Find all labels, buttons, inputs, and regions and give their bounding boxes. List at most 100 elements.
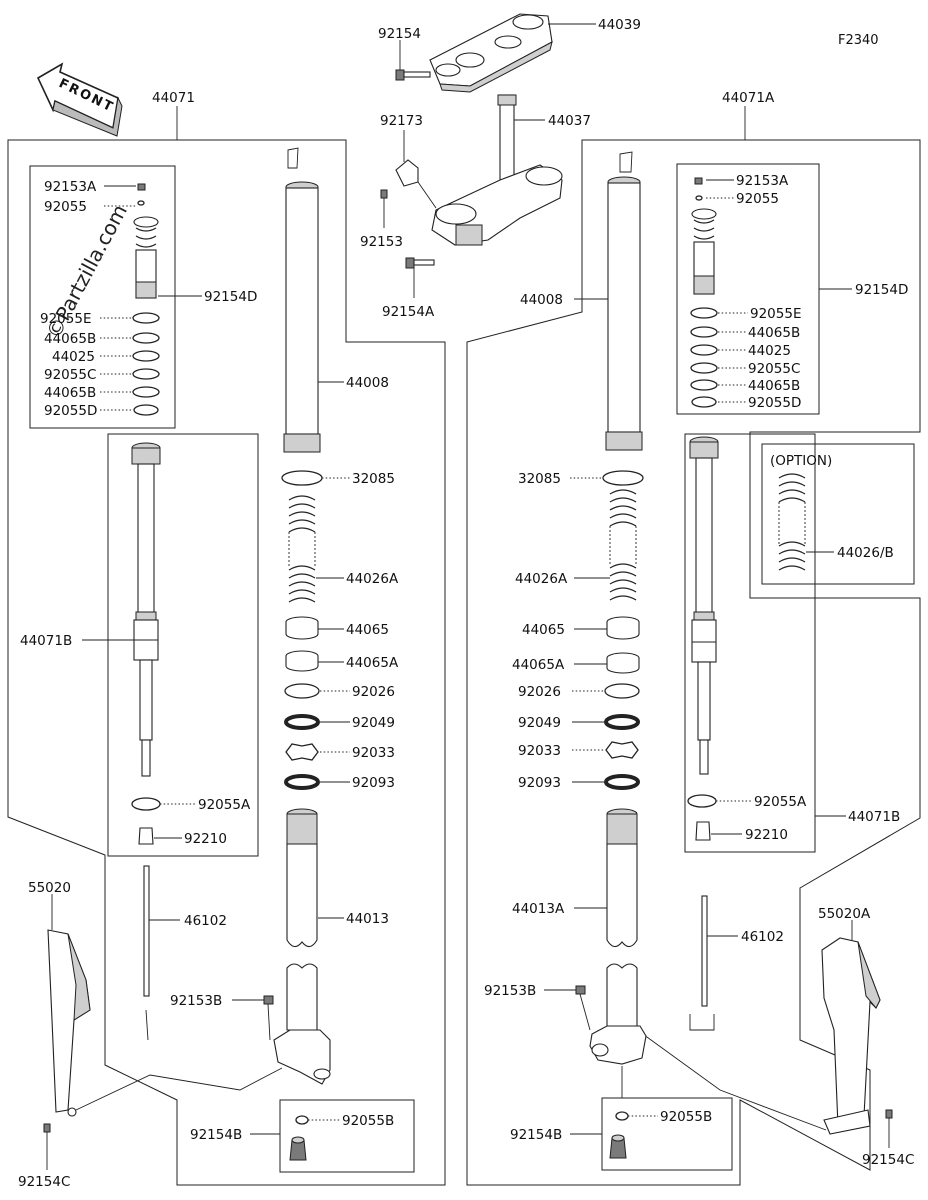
label-L-44071B: 44071B — [20, 633, 72, 649]
label-44071A: 44071A — [722, 90, 775, 106]
left-bolt-92153B — [263, 995, 274, 1041]
left-cartridge-44071B — [131, 442, 161, 845]
right-44071B-box — [684, 433, 816, 853]
label-L-92055E: 92055E — [40, 311, 91, 327]
right-inner-tube-44013A — [589, 808, 647, 1065]
label-L-44026A: 44026A — [346, 571, 399, 587]
left-bush-44065 — [285, 616, 319, 640]
label-L-44065B-1: 44065B — [44, 331, 96, 347]
left-cap-assembly — [132, 183, 160, 416]
label-L-92093: 92093 — [352, 775, 395, 791]
label-R-44026A: 44026A — [515, 571, 568, 587]
label-L-92049: 92049 — [352, 715, 395, 731]
label-R-92055D: 92055D — [748, 395, 801, 411]
left-92154D-box — [29, 165, 176, 429]
front-arrow-icon: FRONT — [36, 62, 123, 137]
right-rod-46102 — [689, 895, 715, 1031]
label-R-92154B: 92154B — [510, 1127, 562, 1143]
option-spring-44026B — [778, 473, 806, 571]
label-L-44065A: 44065A — [346, 655, 399, 671]
upper-clamp-44039 — [429, 13, 596, 93]
label-R-92153A: 92153A — [736, 173, 789, 189]
left-92154B-box — [279, 1099, 415, 1173]
right-clip-92033 — [605, 741, 639, 759]
label-R-92049: 92049 — [518, 715, 561, 731]
label-R-92055C: 92055C — [748, 361, 800, 377]
right-cartridge-44071B — [687, 436, 719, 841]
label-L-44025: 44025 — [52, 349, 95, 365]
clamp-92173 — [395, 159, 437, 209]
right-bush-44065A — [606, 652, 640, 674]
label-L-92153B: 92153B — [170, 993, 222, 1009]
label-R-44071B: 44071B — [848, 809, 900, 825]
label-44039: 44039 — [598, 17, 641, 33]
label-L-92154B: 92154B — [190, 1127, 242, 1143]
label-92173: 92173 — [380, 113, 423, 129]
left-inner-tube-44013 — [273, 808, 331, 1085]
label-R-92033: 92033 — [518, 743, 561, 759]
label-L-92154C: 92154C — [18, 1174, 70, 1190]
left-44071B-box — [107, 433, 259, 857]
label-L-46102: 46102 — [184, 913, 227, 929]
right-washer-92026 — [604, 683, 640, 699]
label-L-92210: 92210 — [184, 831, 227, 847]
diagram-code: F2340 — [838, 33, 879, 48]
label-R-92055: 92055 — [736, 191, 779, 207]
label-L-44013: 44013 — [346, 911, 389, 927]
left-washer-92026 — [284, 683, 320, 699]
option-label: (OPTION) — [770, 453, 832, 469]
left-seal-92093 — [284, 774, 320, 790]
label-R-92154C: 92154C — [862, 1152, 914, 1168]
label-L-92055B: 92055B — [342, 1113, 394, 1129]
label-L-92055: 92055 — [44, 199, 87, 215]
right-ring-32085 — [602, 470, 644, 486]
label-R-92154D: 92154D — [855, 282, 908, 298]
left-seal-92049 — [284, 714, 320, 730]
label-R-55020A: 55020A — [818, 906, 871, 922]
label-L-92154D: 92154D — [204, 289, 257, 305]
label-L-92033: 92033 — [352, 745, 395, 761]
left-valve-92154B — [289, 1136, 307, 1161]
left-bolt-92154C — [43, 1123, 51, 1170]
label-L-92055D: 92055D — [44, 403, 97, 419]
right-bolt-92154C — [885, 1109, 893, 1148]
option-box — [761, 443, 915, 585]
left-clip-92033 — [285, 743, 319, 761]
left-outer-tube-44008 — [283, 147, 321, 453]
left-rod-46102 — [143, 865, 150, 1041]
label-L-44008: 44008 — [346, 375, 389, 391]
label-R-46102: 46102 — [741, 929, 784, 945]
label-R-92055B: 92055B — [660, 1109, 712, 1125]
label-R-92210: 92210 — [745, 827, 788, 843]
label-L-55020: 55020 — [28, 880, 71, 896]
label-L-32085: 32085 — [352, 471, 395, 487]
left-bush-44065A — [285, 650, 319, 672]
right-bolt-92153B — [575, 985, 591, 1031]
right-seal-92093 — [604, 774, 640, 790]
label-R-92153B: 92153B — [484, 983, 536, 999]
right-bush-44065 — [606, 616, 640, 640]
label-R-32085: 32085 — [518, 471, 561, 487]
right-valve-92154B — [609, 1134, 627, 1159]
right-spring-44026A — [609, 489, 637, 601]
label-R-92055A: 92055A — [754, 794, 807, 810]
label-44037: 44037 — [548, 113, 591, 129]
left-oring-92055B — [295, 1115, 309, 1125]
right-guard-55020A — [821, 937, 881, 1135]
label-92153: 92153 — [360, 234, 403, 250]
label-L-44065B-2: 44065B — [44, 385, 96, 401]
label-L-92153A: 92153A — [44, 179, 97, 195]
label-R-44013A: 44013A — [512, 901, 565, 917]
label-L-92055A: 92055A — [198, 797, 251, 813]
bolt-92154-top — [395, 69, 431, 81]
label-92154-top: 92154 — [378, 26, 421, 42]
left-fork-frame — [7, 106, 446, 1186]
label-R-44065B-1: 44065B — [748, 325, 800, 341]
right-oring-92055B — [615, 1111, 629, 1121]
steering-stem-44037 — [431, 94, 563, 246]
left-ring-32085 — [281, 470, 323, 486]
label-44071: 44071 — [152, 90, 195, 106]
left-spring-44026A — [288, 495, 316, 603]
label-L-92055C: 92055C — [44, 367, 96, 383]
